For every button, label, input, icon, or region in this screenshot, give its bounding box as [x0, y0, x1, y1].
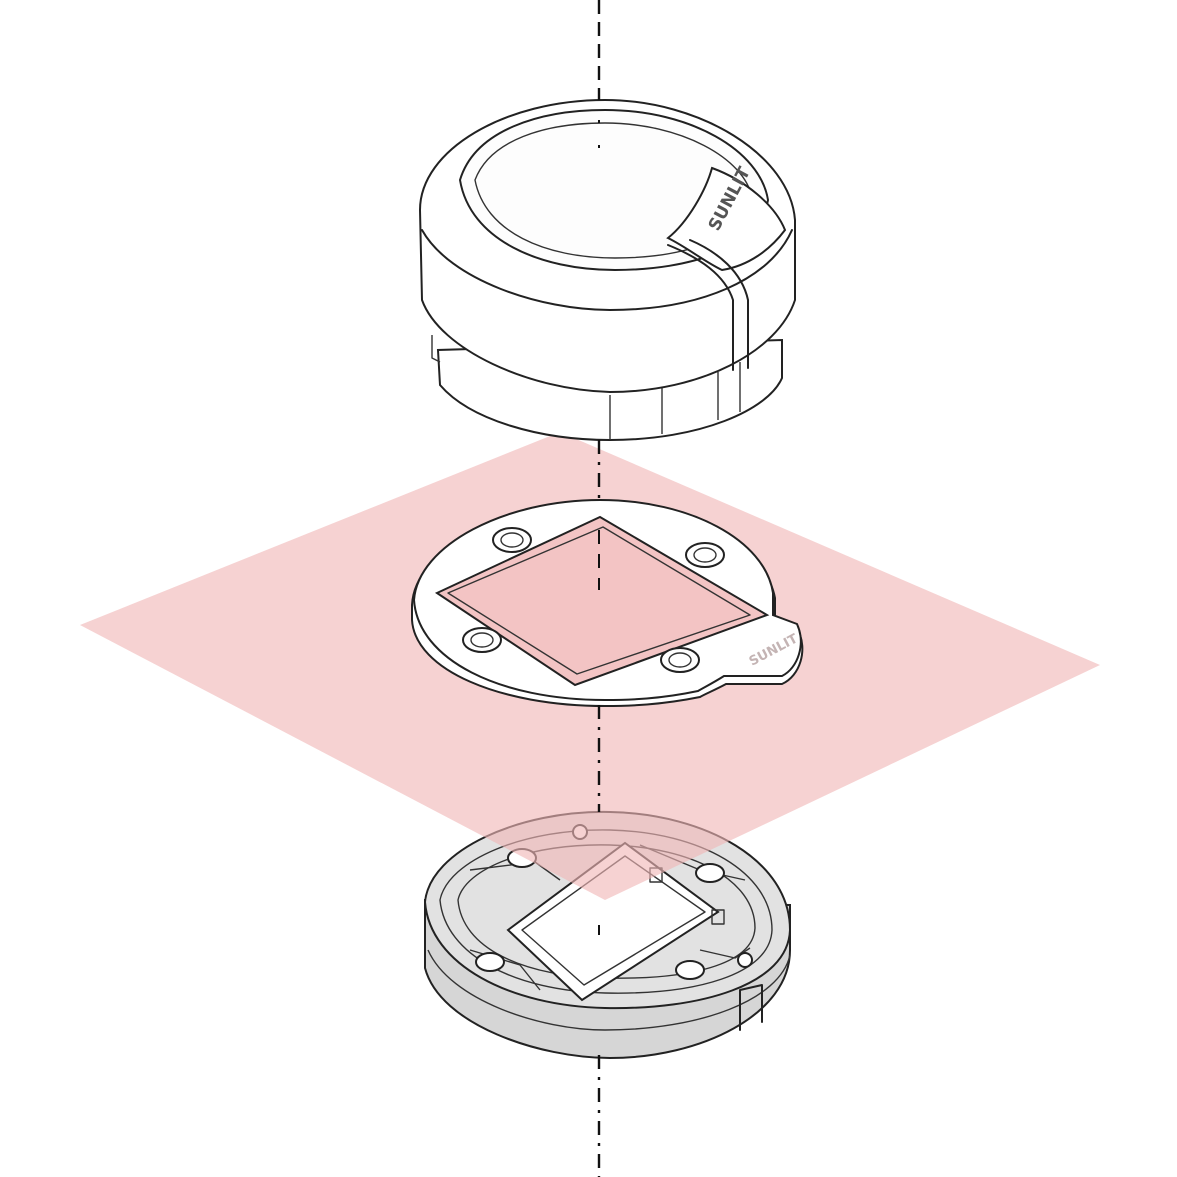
base-rib-se: [699, 947, 751, 959]
base-notch: [739, 984, 763, 1031]
gasket-hole-sw: [462, 627, 502, 653]
cap-band-stripe-2: [689, 239, 749, 369]
boss-ne: [695, 863, 725, 883]
cap-housing: SUNLIT: [418, 98, 796, 442]
boss-sw: [475, 952, 505, 972]
gasket: SUNLIT: [411, 498, 804, 708]
gasket-cutout-inner-edge: [447, 526, 751, 675]
gasket-hole-se: [660, 647, 700, 673]
gasket-square-cutout: [434, 515, 770, 687]
gasket-hole-nw: [492, 527, 532, 553]
base-seam-line: [427, 949, 791, 1031]
cap-band-stripe: [667, 244, 734, 371]
gasket-hole-ne: [685, 542, 725, 568]
cap-skirt-step: [431, 335, 441, 363]
boss-se: [675, 960, 705, 980]
gasket-bolt-holes: [462, 527, 725, 673]
screw-hole-right: [737, 952, 753, 968]
base-clip-2: [711, 909, 725, 925]
cap-brand-band: [666, 166, 787, 272]
cap-top-shoulder: [421, 229, 793, 311]
base-housing: [423, 810, 792, 1060]
